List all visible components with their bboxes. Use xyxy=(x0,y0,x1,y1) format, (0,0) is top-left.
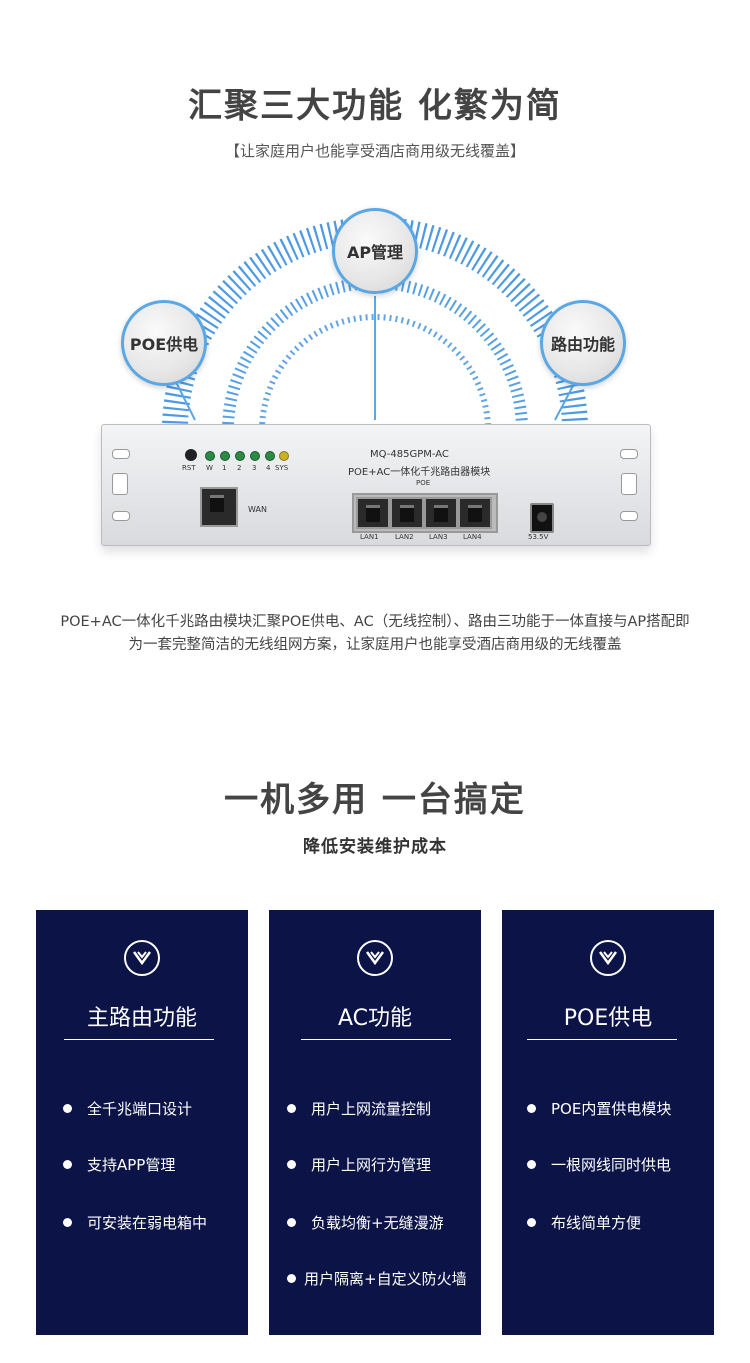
feature-item: 用户上网流量控制 xyxy=(287,1098,431,1119)
lan2-port xyxy=(390,497,424,529)
led-label-1: 1 xyxy=(222,464,227,472)
chevron-down-circle-icon xyxy=(124,940,160,976)
feature-card-ac: AC功能 用户上网流量控制 用户上网行为管理 负载均衡+无缝漫游 用户隔离+自定… xyxy=(269,910,481,1335)
card-title: 主路由功能 xyxy=(86,1006,197,1031)
lan4-port xyxy=(458,497,492,529)
bullet-icon xyxy=(63,1218,72,1227)
card-title: POE供电 xyxy=(563,1006,653,1031)
led-label-4: 4 xyxy=(266,464,271,472)
feature-text: 布线简单方便 xyxy=(551,1214,642,1232)
mount-slot xyxy=(112,473,128,495)
bullet-icon xyxy=(287,1274,296,1283)
section2-title: 一机多用 一台搞定 xyxy=(224,780,526,820)
section1-description: POE+AC一体化千兆路由模块汇聚POE供电、AC（无线控制）、路由三功能于一体… xyxy=(60,614,690,653)
mount-slot xyxy=(621,473,637,495)
bullet-icon xyxy=(287,1218,296,1227)
feature-item: 用户隔离+自定义防火墙 xyxy=(287,1268,467,1289)
feature-text: 全千兆端口设计 xyxy=(87,1100,193,1118)
bullet-icon xyxy=(527,1104,536,1113)
led-w xyxy=(205,451,215,461)
wan-label: WAN xyxy=(248,505,267,514)
led-label-2: 2 xyxy=(237,464,242,472)
feature-card-router: 主路由功能 全千兆端口设计 支持APP管理 可安装在弱电箱中 xyxy=(36,910,248,1335)
feature-item: POE内置供电模块 xyxy=(527,1098,671,1119)
lan4-label: LAN4 xyxy=(463,533,482,541)
lan3-label: LAN3 xyxy=(429,533,448,541)
led-1 xyxy=(220,451,230,461)
feature-item: 支持APP管理 xyxy=(63,1154,175,1175)
feature-item: 可安装在弱电箱中 xyxy=(63,1212,207,1233)
led-4 xyxy=(265,451,275,461)
reset-button-hole xyxy=(185,449,197,461)
feature-text: 支持APP管理 xyxy=(87,1156,176,1174)
chevron-down-circle-icon xyxy=(590,940,626,976)
feature-item: 负载均衡+无缝漫游 xyxy=(287,1212,444,1233)
lan2-label: LAN2 xyxy=(395,533,414,541)
bullet-icon xyxy=(287,1160,296,1169)
bubble-routing: 路由功能 xyxy=(540,300,626,386)
feature-item: 一根网线同时供电 xyxy=(527,1154,671,1175)
bubble-ap-management-label: AP管理 xyxy=(346,243,404,262)
feature-text: 可安装在弱电箱中 xyxy=(87,1214,208,1232)
feature-text: 用户隔离+自定义防火墙 xyxy=(304,1270,467,1288)
lan1-port xyxy=(356,497,390,529)
bubble-routing-label: 路由功能 xyxy=(550,335,615,354)
bullet-icon xyxy=(527,1218,536,1227)
feature-item: 全千兆端口设计 xyxy=(63,1098,192,1119)
card-divider xyxy=(527,1039,677,1040)
led-label-sys: SYS xyxy=(275,464,289,472)
feature-item: 用户上网行为管理 xyxy=(287,1154,431,1175)
bubble-ap-management: AP管理 xyxy=(332,208,418,294)
model-label: MQ-485GPM-AC xyxy=(370,449,449,460)
section1-title: 汇聚三大功能 化繁为简 xyxy=(188,86,562,126)
feature-text: POE内置供电模块 xyxy=(551,1100,672,1118)
dc-power-jack xyxy=(530,503,554,533)
led-label-3: 3 xyxy=(252,464,257,472)
bullet-icon xyxy=(527,1160,536,1169)
card-title: AC功能 xyxy=(337,1006,413,1031)
led-sys xyxy=(279,451,289,461)
poe-label: POE xyxy=(416,479,431,487)
mount-slot xyxy=(620,511,638,521)
bullet-icon xyxy=(63,1160,72,1169)
bullet-icon xyxy=(287,1104,296,1113)
bubble-poe-power: POE供电 xyxy=(121,300,207,386)
led-3 xyxy=(250,451,260,461)
led-label-w: W xyxy=(206,464,213,472)
section1-subtitle: 【让家庭用户也能享受酒店商用级无线覆盖】 xyxy=(224,142,525,160)
feature-item: 布线简单方便 xyxy=(527,1212,641,1233)
chevron-down-circle-icon xyxy=(357,940,393,976)
mount-slot xyxy=(112,511,130,521)
section2-subtitle: 降低安装维护成本 xyxy=(303,837,447,857)
feature-text: 用户上网流量控制 xyxy=(311,1100,432,1118)
description-label: POE+AC一体化千兆路由器模块 xyxy=(348,467,491,478)
feature-text: 一根网线同时供电 xyxy=(551,1156,672,1174)
router-device-panel: RST W 1 2 3 4 SYS WAN MQ-485GPM-AC POE+A… xyxy=(101,424,651,546)
bullet-icon xyxy=(63,1104,72,1113)
bubble-poe-power-label: POE供电 xyxy=(129,335,199,354)
card-divider xyxy=(64,1039,214,1040)
rst-label: RST xyxy=(182,464,196,472)
power-voltage-label: 53.5V xyxy=(528,533,549,541)
wan-port xyxy=(200,487,238,527)
feature-card-poe: POE供电 POE内置供电模块 一根网线同时供电 布线简单方便 xyxy=(502,910,714,1335)
lan1-label: LAN1 xyxy=(360,533,379,541)
lan3-port xyxy=(424,497,458,529)
led-2 xyxy=(235,451,245,461)
mount-slot xyxy=(112,449,130,459)
mount-slot xyxy=(620,449,638,459)
feature-text: 用户上网行为管理 xyxy=(311,1156,432,1174)
card-divider xyxy=(301,1039,451,1040)
feature-text: 负载均衡+无缝漫游 xyxy=(311,1214,444,1232)
